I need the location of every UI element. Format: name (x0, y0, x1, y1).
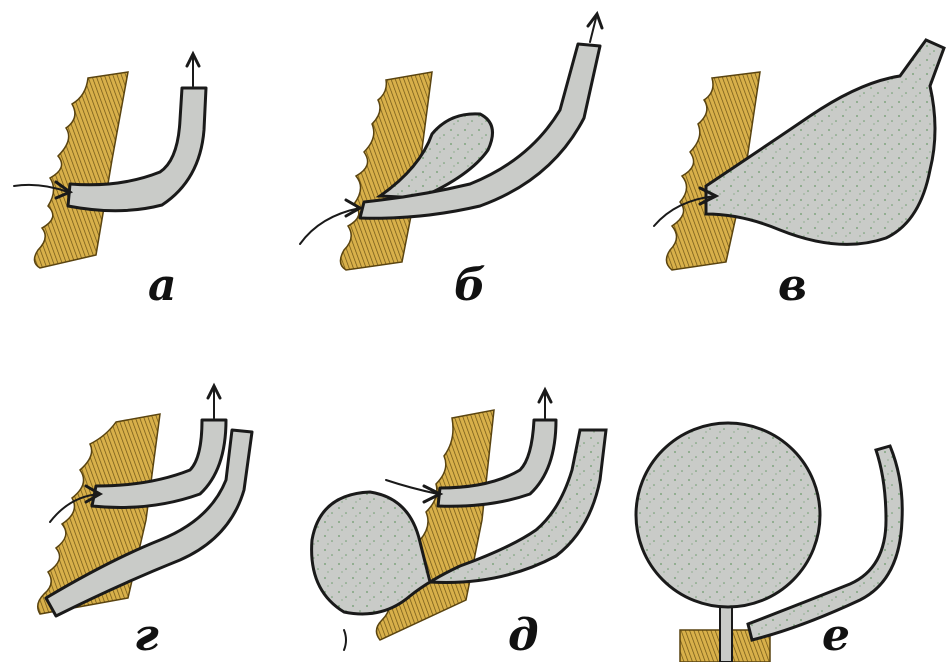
drip-d (344, 630, 346, 650)
arrow-in-d (386, 480, 438, 494)
panel-label-v: в (778, 260, 807, 311)
panel-d: д (312, 390, 606, 661)
panel-label-g: г (134, 610, 159, 661)
panel-a: а (14, 54, 206, 311)
panel-v: в (654, 40, 944, 311)
wall-a (34, 72, 128, 268)
panel-label-a: а (148, 260, 177, 311)
panel-e: е (636, 423, 902, 662)
panel-g: г (38, 386, 252, 661)
cyst-e (636, 423, 820, 607)
panel-label-d: д (508, 610, 539, 661)
panel-label-e: е (822, 610, 850, 661)
panel-label-b: б (454, 260, 486, 311)
panel-b: б (300, 14, 602, 311)
